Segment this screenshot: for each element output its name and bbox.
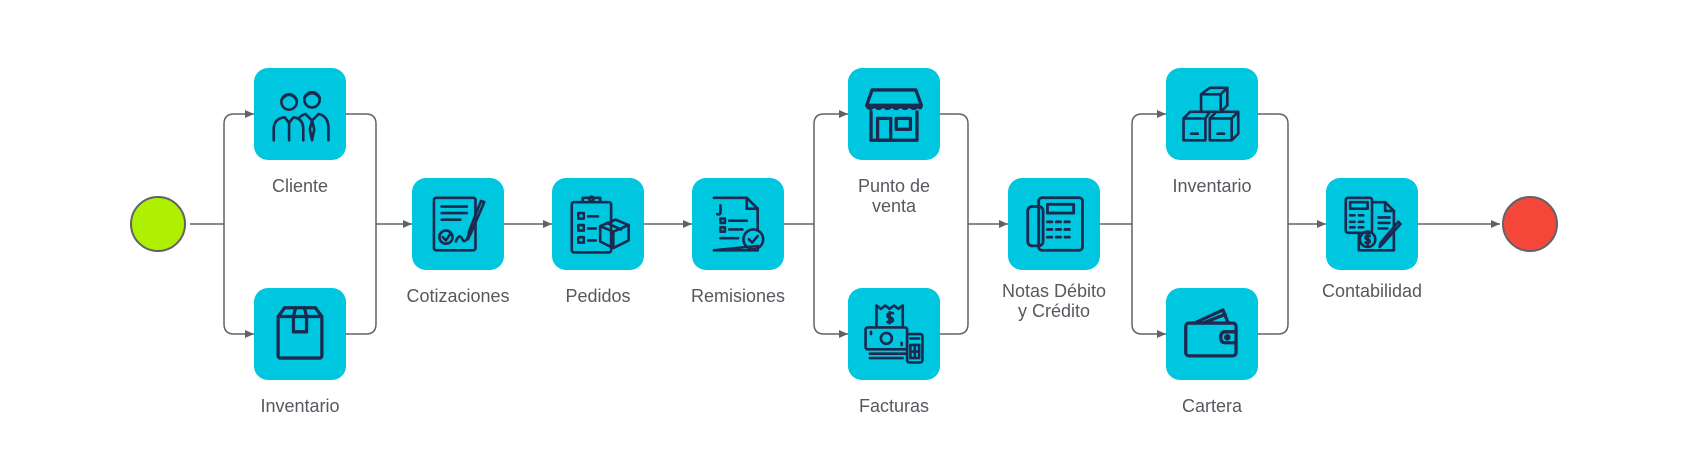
notas-debito-credito-node[interactable] bbox=[1008, 178, 1100, 270]
invoice-calculator-icon bbox=[864, 304, 924, 364]
connector-from-facturas bbox=[940, 224, 969, 335]
connector-from-punto-venta bbox=[940, 113, 969, 224]
pos-terminal-icon bbox=[1026, 196, 1084, 252]
connector-from-inventario-b bbox=[1258, 113, 1289, 224]
wallet-icon bbox=[1184, 308, 1238, 358]
punto-de-venta-node[interactable] bbox=[848, 68, 940, 160]
order-checklist-icon bbox=[570, 195, 630, 254]
remisiones-node[interactable] bbox=[692, 178, 784, 270]
inventario-node[interactable] bbox=[254, 288, 346, 380]
pedidos-node[interactable] bbox=[552, 178, 644, 270]
signed-contract-icon bbox=[432, 196, 486, 252]
cotizaciones-node[interactable] bbox=[412, 178, 504, 270]
accounting-icon bbox=[1344, 196, 1402, 252]
end-event bbox=[1502, 196, 1558, 252]
inventario-label: Inventario bbox=[260, 396, 340, 416]
facturas-node[interactable] bbox=[848, 288, 940, 380]
users-icon bbox=[272, 90, 330, 142]
cliente-label: Cliente bbox=[271, 176, 329, 196]
connector-from-inventario-a bbox=[346, 224, 377, 335]
notas-debito-credito-label: Notas Débito y Crédito bbox=[1001, 281, 1107, 321]
stacked-boxes-icon bbox=[1182, 86, 1240, 142]
inventario-2-label: Inventario bbox=[1172, 176, 1252, 196]
connector-from-cartera bbox=[1258, 224, 1289, 335]
connector-to-punto-venta bbox=[813, 110, 848, 224]
contabilidad-node[interactable] bbox=[1326, 178, 1418, 270]
connector-to-inventario-b bbox=[1131, 110, 1166, 224]
cartera-label: Cartera bbox=[1181, 396, 1243, 416]
punto-de-venta-label: Punto de venta bbox=[857, 176, 931, 216]
connector-to-cartera bbox=[1131, 224, 1166, 338]
inventario-2-node[interactable] bbox=[1166, 68, 1258, 160]
cotizaciones-label: Cotizaciones bbox=[406, 286, 510, 306]
connector-from-cliente bbox=[346, 113, 377, 224]
connector-to-inventario-a bbox=[223, 224, 254, 338]
contabilidad-label: Contabilidad bbox=[1321, 281, 1423, 301]
storefront-icon bbox=[865, 88, 923, 142]
approved-document-icon bbox=[712, 196, 765, 252]
remisiones-label: Remisiones bbox=[690, 286, 786, 306]
cartera-node[interactable] bbox=[1166, 288, 1258, 380]
facturas-label: Facturas bbox=[858, 396, 930, 416]
connector-to-facturas bbox=[813, 224, 848, 338]
pedidos-label: Pedidos bbox=[565, 286, 631, 306]
start-event bbox=[130, 196, 186, 252]
cliente-node[interactable] bbox=[254, 68, 346, 160]
connector-to-cliente bbox=[223, 110, 254, 224]
package-box-icon bbox=[276, 306, 324, 360]
